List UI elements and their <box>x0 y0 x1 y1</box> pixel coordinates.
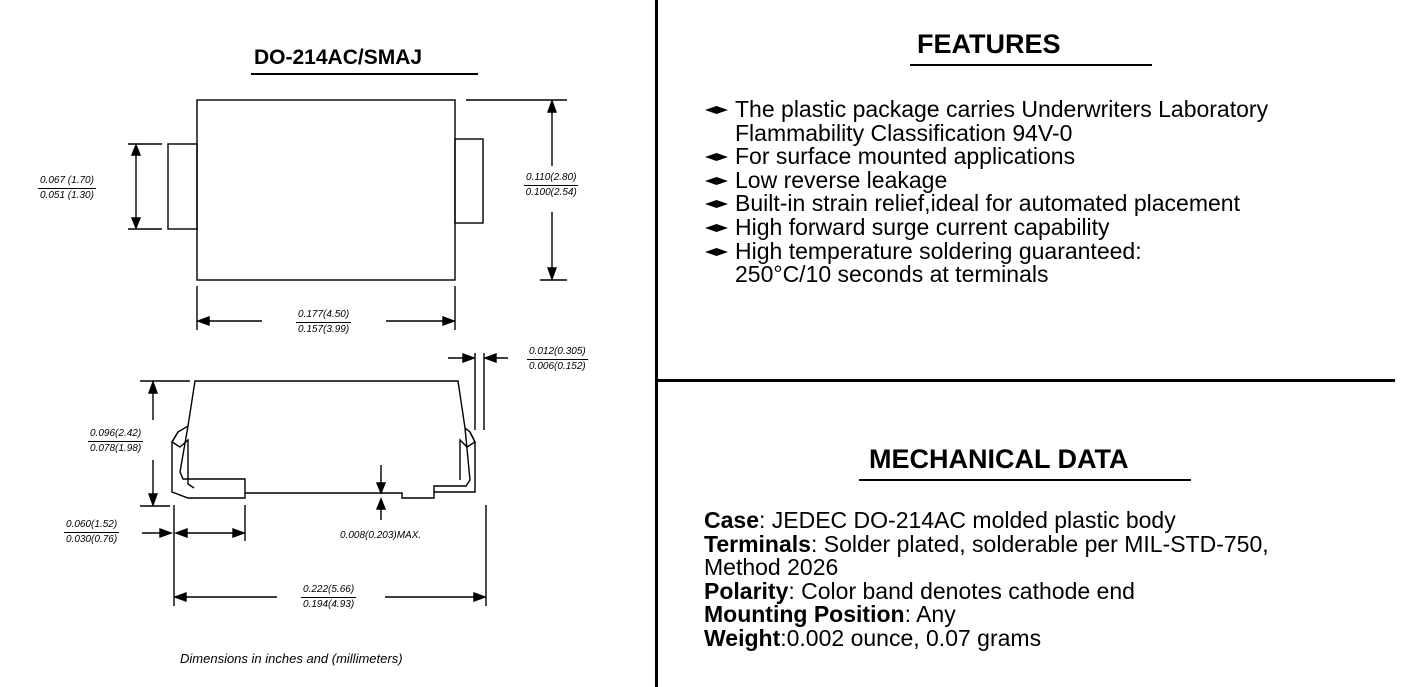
overall-length-dimension <box>172 505 488 606</box>
package-drawing: DO-214AC/SMAJ 0.067 (1.70) 0.051 (1.30) … <box>0 0 655 687</box>
mechanical-data-title-underline <box>859 479 1191 481</box>
body-height-label: 0.110(2.80) 0.100(2.54) <box>524 172 579 198</box>
body-height-dimension <box>466 98 567 282</box>
mechanical-data-list: Case: JEDEC DO-214AC molded plastic body… <box>704 507 1269 651</box>
vertical-divider <box>655 0 658 687</box>
anode-tab <box>454 138 484 224</box>
lead-thickness-dimension <box>448 353 508 430</box>
horizontal-divider <box>655 379 1395 382</box>
feature-item: Built-in strain relief,ideal for automat… <box>705 192 1268 216</box>
mechanical-row: Terminals: Solder plated, solderable per… <box>704 530 1269 557</box>
features-title: FEATURES <box>917 29 1061 59</box>
mechanical-row: Weight:0.002 ounce, 0.07 grams <box>704 624 1042 651</box>
tab-height-dimension <box>128 143 162 230</box>
mechanical-row: Polarity: Color band denotes cathode end <box>704 577 1135 604</box>
feature-item: High temperature soldering guaranteed:25… <box>705 239 1268 287</box>
body-width-label: 0.177(4.50) 0.157(3.99) <box>296 309 352 335</box>
body-side-view <box>171 380 476 499</box>
lead-length-dimension <box>142 505 247 541</box>
diamond-bullet-icon <box>705 106 728 114</box>
lead-thickness-label: 0.012(0.305) 0.006(0.152) <box>527 346 588 372</box>
body-top-view <box>196 99 456 281</box>
features-list: The plastic package carries Underwriters… <box>705 97 1268 287</box>
standoff-dimension <box>375 465 387 520</box>
package-title-underline <box>251 73 478 75</box>
feature-item: For surface mounted applications <box>705 145 1268 169</box>
profile-height-dimension <box>140 379 190 508</box>
mechanical-row: Mounting Position: Any <box>704 601 956 628</box>
standoff-label: 0.008(0.203)MAX. <box>340 530 422 541</box>
mechanical-data-title: MECHANICAL DATA <box>869 444 1129 474</box>
profile-height-label: 0.096(2.42) 0.078(1.98) <box>88 428 144 454</box>
lead-length-label: 0.060(1.52) 0.030(0.76) <box>64 519 120 545</box>
overall-length-label: 0.222(5.66) 0.194(4.93) <box>301 584 357 610</box>
dimensions-note: Dimensions in inches and (millimeters) <box>180 651 403 666</box>
features-title-underline <box>910 64 1152 66</box>
feature-item: The plastic package carries Underwriters… <box>705 97 1268 145</box>
diamond-bullet-icon <box>705 200 728 209</box>
diamond-bullet-icon <box>705 153 728 162</box>
mechanical-row: Case: JEDEC DO-214AC molded plastic body <box>704 507 1176 533</box>
tab-height-label: 0.067 (1.70) 0.051 (1.30) <box>38 175 96 201</box>
cathode-tab <box>167 143 198 230</box>
feature-item: Low reverse leakage <box>705 168 1268 193</box>
diamond-bullet-icon <box>705 176 728 185</box>
feature-item: High forward surge current capability <box>705 215 1268 240</box>
package-outline-svg <box>128 98 567 606</box>
diamond-bullet-icon <box>705 223 728 232</box>
body-width-dimension <box>195 286 457 330</box>
diamond-bullet-icon <box>705 247 728 256</box>
package-title: DO-214AC/SMAJ <box>254 46 423 69</box>
mechanical-row: Method 2026 <box>704 554 839 581</box>
